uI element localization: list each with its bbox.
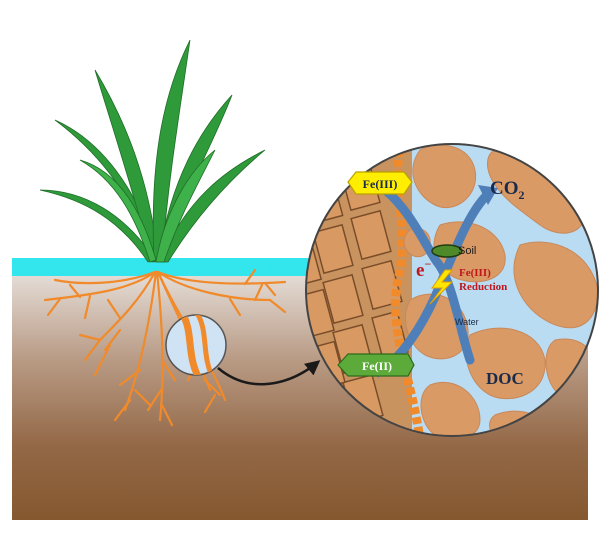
co2-main: CO (490, 178, 519, 199)
co2-sub: 2 (519, 188, 525, 202)
fe3-label: Fe(III) (363, 177, 398, 191)
electron-sup: − (424, 257, 431, 271)
fe2-label: Fe(II) (362, 359, 392, 373)
rice-plant-icon (39, 39, 266, 263)
electron-main: e (416, 260, 424, 281)
soil-particle-icon (431, 244, 463, 258)
soil-label: Soil (458, 245, 476, 257)
co2-label: CO2 (490, 178, 525, 202)
fe3-reduction-line1: Fe(III) (459, 267, 491, 279)
electron-label: e− (416, 257, 431, 281)
zoom-arrow (217, 360, 321, 386)
doc-label: DOC (486, 369, 524, 388)
fe3-reduction-line2: Reduction (459, 281, 507, 293)
arrow-head-co2 (478, 185, 498, 205)
fe2-badge: Fe(II) (337, 353, 415, 377)
fe3-badge: Fe(III) (347, 171, 413, 195)
lightning-icon (429, 269, 454, 305)
water-label: Water (455, 317, 479, 327)
